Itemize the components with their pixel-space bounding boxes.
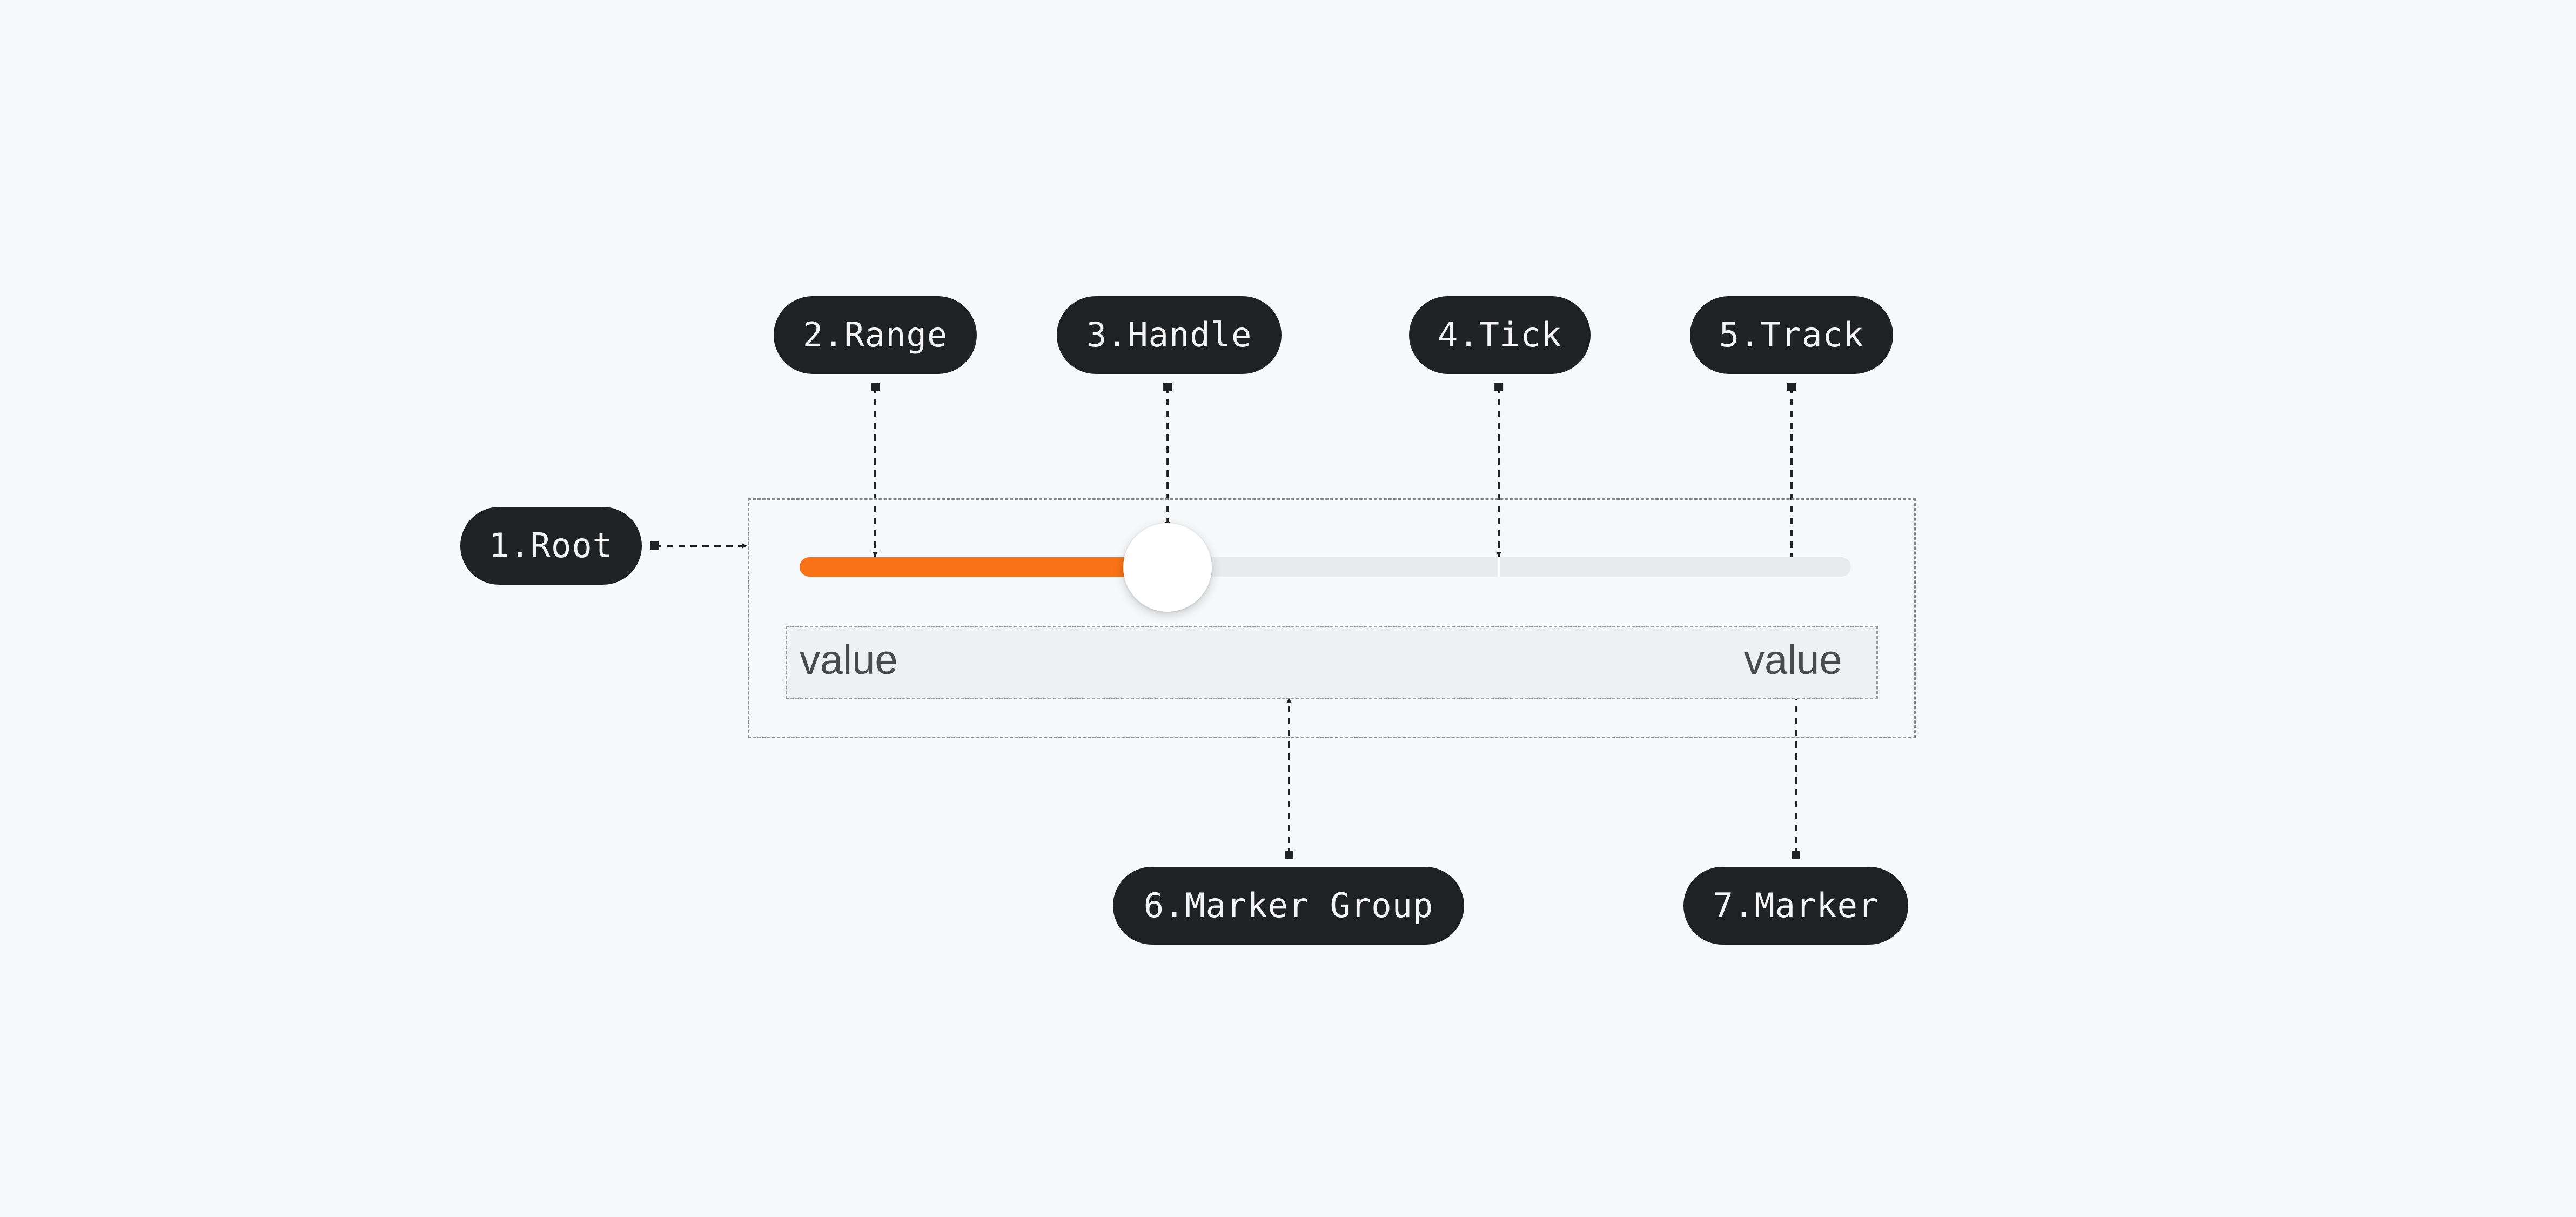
slider-handle[interactable] — [1123, 523, 1212, 612]
label-marker: 7.Marker — [1683, 867, 1908, 945]
connector-handle-anchor — [1163, 383, 1172, 391]
connector-range-anchor — [871, 383, 880, 391]
marker-end: value — [1744, 637, 1842, 683]
label-root: 1.Root — [460, 507, 642, 585]
connector-marker-anchor — [1792, 851, 1800, 859]
label-track: 5.Track — [1690, 296, 1893, 374]
slider-tick — [1498, 557, 1500, 577]
marker-start: value — [800, 637, 898, 683]
slider-range — [800, 557, 1168, 577]
label-tick: 4.Tick — [1409, 296, 1591, 374]
connector-root-anchor — [650, 541, 659, 550]
label-handle: 3.Handle — [1057, 296, 1282, 374]
label-range: 2.Range — [774, 296, 977, 374]
connector-track-anchor — [1787, 383, 1796, 391]
connector-marker-group-anchor — [1285, 851, 1293, 859]
slider-root-outline — [748, 498, 1916, 738]
marker-group — [786, 626, 1878, 699]
connector-tick-anchor — [1494, 383, 1504, 391]
label-marker-group: 6.Marker Group — [1113, 867, 1464, 945]
